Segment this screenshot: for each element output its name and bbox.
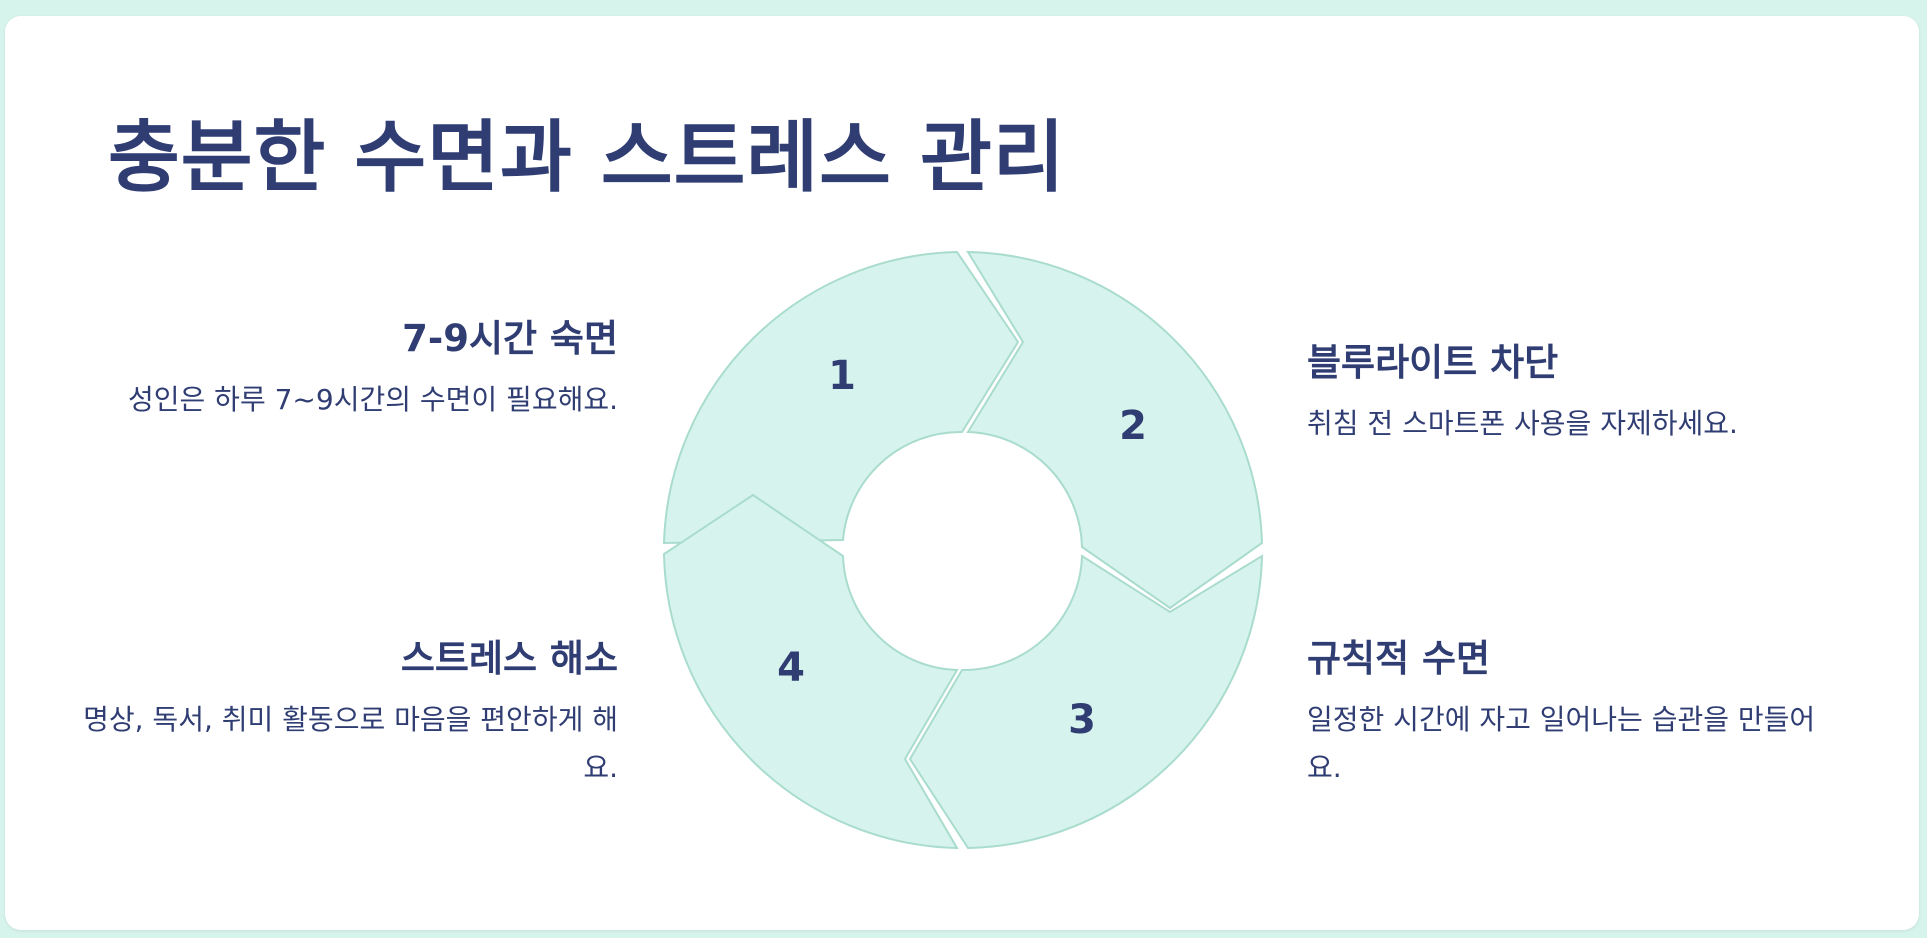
cycle-number-3: 3 [1068, 697, 1096, 743]
cycle-description-4: 명상, 독서, 취미 활동으로 마음을 편안하게 해요. [83, 703, 618, 784]
cycle-description-3: 일정한 시간에 자고 일어나는 습관을 만들어요. [1307, 703, 1816, 784]
cycle-segment-3 [908, 554, 1264, 850]
cycle-number-2: 2 [1119, 403, 1147, 449]
cycle-number-4: 4 [777, 645, 805, 691]
cycle-label-4: 스트레스 해소 명상, 독서, 취미 활동으로 마음을 편안하게 해요. [78, 628, 618, 792]
page-title: 충분한 수면과 스트레스 관리 [108, 113, 1066, 203]
cycle-description-2: 취침 전 스마트폰 사용을 자제하세요. [1307, 407, 1738, 440]
cycle-segment-4 [662, 493, 959, 850]
cycle-segment-2 [966, 250, 1264, 610]
cycle-heading-3: 규칙적 수면 [1307, 637, 1491, 680]
cycle-heading-2: 블루라이트 차단 [1307, 341, 1559, 384]
cycle-segment-1 [662, 250, 1020, 545]
cycle-label-1: 7-9시간 숙면 성인은 하루 7~9시간의 수면이 필요해요. [78, 308, 618, 424]
cycle-heading-1: 7-9시간 숙면 [402, 317, 618, 360]
cycle-heading-4: 스트레스 해소 [400, 637, 618, 680]
cycle-description-1: 성인은 하루 7~9시간의 수면이 필요해요. [128, 383, 618, 416]
cycle-number-1: 1 [828, 353, 856, 399]
cycle-label-3: 규칙적 수면 일정한 시간에 자고 일어나는 습관을 만들어요. [1307, 628, 1847, 792]
cycle-label-2: 블루라이트 차단 취침 전 스마트폰 사용을 자제하세요. [1307, 332, 1847, 448]
